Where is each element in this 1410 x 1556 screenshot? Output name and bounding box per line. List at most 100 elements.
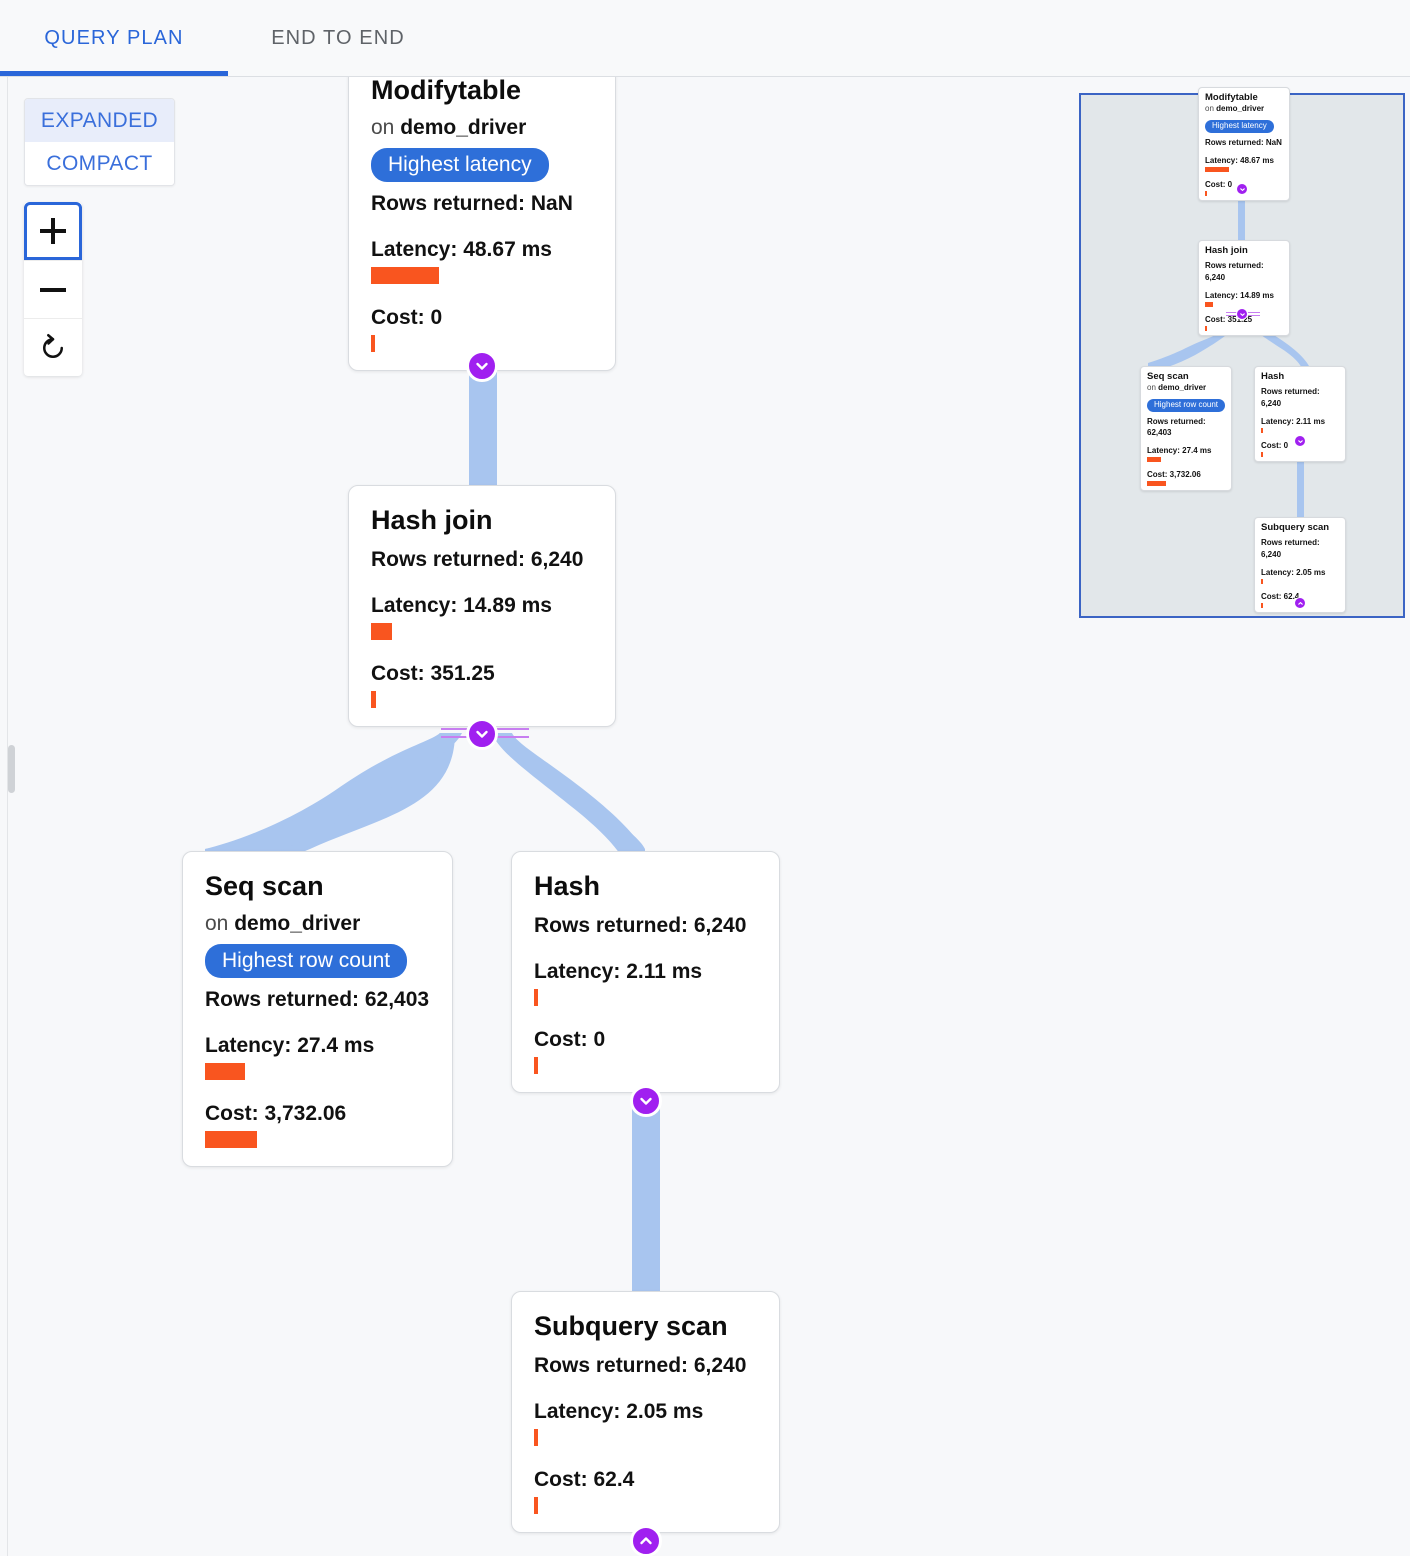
cost-bar [1261,603,1263,609]
node-subtitle: on demo_driver [1147,383,1207,393]
minimap-sibling-connector-right [1248,310,1260,318]
expand-toggle-subquery-scan[interactable] [630,1525,662,1556]
latency-bar [534,1428,538,1446]
node-rows-returned: Rows returned: 6,240 [1261,538,1320,559]
minimap-node-modifytable: Modifytable on demo_driver Highest laten… [1198,87,1290,202]
node-cost: Cost: 3,732.06 [1147,470,1201,480]
cost-bar [1205,326,1207,332]
mode-expanded-button[interactable]: EXPANDED [25,99,174,142]
node-title: Subquery scan [534,1311,728,1341]
panel-divider [7,77,8,1556]
collapse-toggle-hash[interactable] [630,1085,662,1117]
minimap-collapse-toggle-hash [1294,435,1306,447]
node-title: Modifytable [1205,92,1258,103]
node-relation: demo_driver [234,911,361,935]
node-relation: demo_driver [1158,383,1207,393]
zoom-reset-button[interactable] [24,318,82,376]
panel-resize-handle[interactable] [8,745,15,793]
minimap[interactable]: Modifytable on demo_driver Highest laten… [1078,85,1409,619]
node-latency: Latency: 27.4 ms [1147,445,1212,455]
tab-bar: QUERY PLAN END TO END [0,0,1410,77]
collapse-toggle-modifytable[interactable] [466,350,498,382]
latency-bar [1147,457,1161,463]
node-cost: Cost: 3,732.06 [205,1102,347,1126]
node-cost: Cost: 0 [534,1027,606,1051]
latency-bar [1261,427,1263,433]
latency-bar [1205,166,1229,172]
plan-node-modifytable[interactable]: Modifytable on demo_driver Highest laten… [348,77,616,372]
zoom-out-button[interactable] [24,260,82,318]
latency-bar [205,1063,245,1081]
node-badge: Highest row count [1147,399,1226,412]
latency-bar [371,267,439,285]
minimap-node-hash: Hash Rows returned: 6,240 Latency: 2.11 … [1254,366,1346,463]
node-title: Hash join [1205,245,1248,256]
node-title: Seq scan [1147,371,1189,382]
minimap-node-seq-scan: Seq scan on demo_driver Highest row coun… [1140,366,1232,492]
node-latency: Latency: 27.4 ms [205,1034,375,1058]
mode-compact-button[interactable]: COMPACT [25,142,174,185]
tab-end-to-end[interactable]: END TO END [228,0,448,76]
node-subtitle: on demo_driver [205,911,361,935]
cost-bar [1147,481,1166,487]
minimap-node-hash-join: Hash join Rows returned: 6,240 Latency: … [1198,240,1290,337]
node-cost: Cost: 0 [371,306,443,330]
cost-bar [534,1056,538,1074]
zoom-in-button[interactable] [24,202,82,260]
minimap-expand-toggle-subquery-scan [1294,597,1306,609]
minimap-sibling-connector-left [1226,310,1238,318]
node-relation: demo_driver [1216,104,1265,114]
cost-bar [534,1496,538,1514]
latency-bar [371,622,392,640]
plan-node-seq-scan[interactable]: Seq scan on demo_driver Highest row coun… [182,851,453,1168]
zoom-controls[interactable] [24,202,82,376]
minus-icon [40,277,66,303]
node-latency: Latency: 14.89 ms [371,593,552,617]
node-latency: Latency: 2.11 ms [534,959,703,983]
node-subtitle: on demo_driver [1205,104,1265,114]
plan-node-subquery-scan[interactable]: Subquery scan Rows returned: 6,240 Laten… [511,1291,780,1533]
edge-layer [205,360,660,1307]
active-tab-indicator [0,71,228,76]
node-badge: Highest latency [371,147,549,183]
tab-query-plan[interactable]: QUERY PLAN [0,0,228,76]
node-title: Modifytable [371,77,522,105]
minimap-collapse-toggle-modifytable [1236,183,1248,195]
node-title: Hash [1261,371,1285,382]
node-latency: Latency: 14.89 ms [1205,290,1274,300]
node-rows-returned: Rows returned: NaN [371,192,573,216]
plan-node-hash[interactable]: Hash Rows returned: 6,240 Latency: 2.11 … [511,851,780,1093]
latency-bar [1261,578,1263,584]
plan-node-hash-join[interactable]: Hash join Rows returned: 6,240 Latency: … [348,485,616,727]
minimap-collapse-toggle-hash-join [1236,308,1248,320]
node-rows-returned: Rows returned: 6,240 [371,547,584,571]
cost-bar [371,335,375,353]
node-cost: Cost: 0 [1205,179,1233,189]
node-subtitle: on demo_driver [371,115,527,139]
node-title: Hash [534,871,601,901]
reset-icon [43,333,63,358]
cost-bar [205,1131,257,1149]
node-title: Subquery scan [1261,522,1330,533]
node-latency: Latency: 2.11 ms [1261,416,1326,426]
node-cost: Cost: 62.4 [534,1467,635,1491]
node-rows-returned: Rows returned: NaN [1205,137,1282,147]
cost-bar [1261,452,1263,458]
node-cost: Cost: 351.25 [1205,314,1253,324]
node-badge: Highest latency [1205,120,1274,133]
node-rows-returned: Rows returned: 62,403 [205,988,430,1012]
node-latency: Latency: 2.05 ms [1261,567,1326,577]
node-latency: Latency: 48.67 ms [1205,155,1274,165]
collapse-toggle-hash-join[interactable] [466,718,498,750]
node-cost: Cost: 0 [1261,440,1289,450]
node-latency: Latency: 2.05 ms [534,1399,704,1423]
node-latency: Latency: 48.67 ms [371,238,552,262]
cost-bar [1205,191,1207,197]
plus-icon [40,218,66,244]
latency-bar [1205,301,1213,307]
node-rows-returned: Rows returned: 6,240 [1261,387,1320,408]
node-title: Hash join [371,505,493,535]
layout-mode-toggle[interactable]: EXPANDED COMPACT [24,98,175,186]
node-rows-returned: Rows returned: 6,240 [534,1353,747,1377]
node-rows-returned: Rows returned: 62,403 [1147,416,1206,437]
